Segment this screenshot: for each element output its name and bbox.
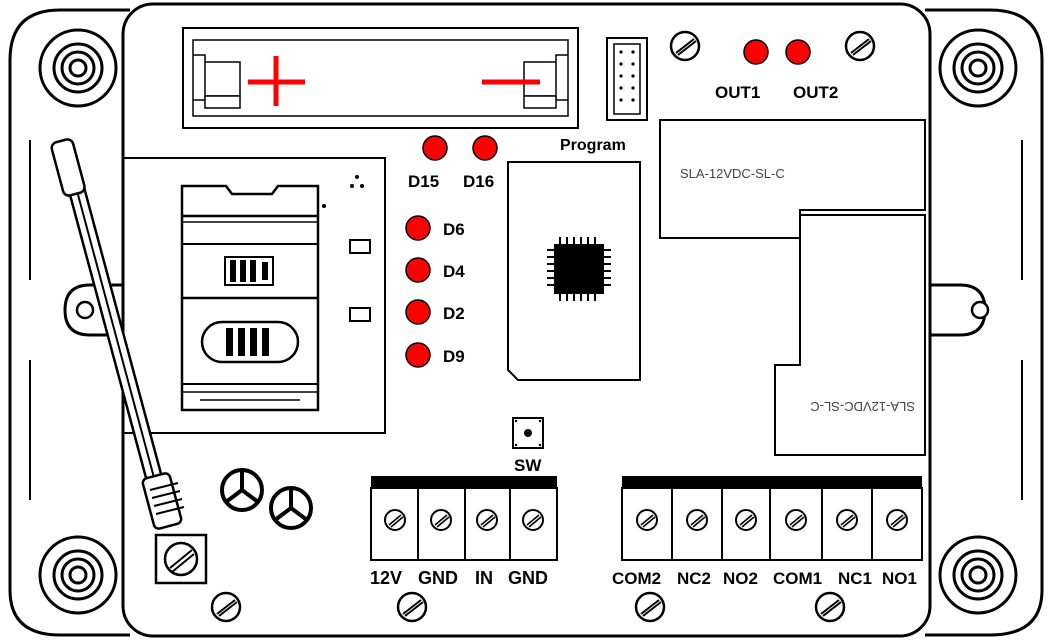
screw-bottom-4 bbox=[814, 591, 846, 623]
terminal-right-no1: NO1 bbox=[882, 569, 917, 588]
terminal-right-nc1: NC1 bbox=[838, 569, 872, 588]
d6-label: D6 bbox=[443, 220, 465, 239]
mount-hole-top-left bbox=[38, 28, 118, 108]
sw-button[interactable] bbox=[512, 417, 544, 449]
led-d4 bbox=[405, 257, 431, 283]
d15-label: D15 bbox=[408, 172, 439, 191]
led-d2 bbox=[405, 299, 431, 325]
d9-label: D9 bbox=[443, 347, 465, 366]
potentiometer-icons bbox=[220, 468, 313, 530]
relay-top: SLA-12VDC-SL-C bbox=[659, 119, 926, 239]
out1-label: OUT1 bbox=[715, 83, 760, 102]
mount-hole-top-right bbox=[938, 28, 1018, 108]
program-label: Program bbox=[560, 137, 626, 154]
relay-bottom: SLA-12VDC-SL-C bbox=[774, 214, 926, 456]
mount-hole-bottom-left bbox=[38, 535, 118, 615]
terminal-right-nc2: NC2 bbox=[677, 569, 711, 588]
led-d6 bbox=[405, 215, 431, 241]
screw-top-1 bbox=[669, 30, 701, 62]
screw-top-2 bbox=[844, 30, 876, 62]
relay-top-label: SLA-12VDC-SL-C bbox=[680, 166, 785, 181]
led-out2 bbox=[785, 39, 811, 65]
mount-hole-bottom-right bbox=[938, 535, 1018, 615]
sw-label: SW bbox=[514, 456, 542, 475]
program-header bbox=[606, 37, 648, 121]
screw-bottom-3 bbox=[634, 591, 666, 623]
terminal-right-com1: COM1 bbox=[773, 569, 822, 588]
terminal-right-no2: NO2 bbox=[723, 569, 758, 588]
led-out1 bbox=[743, 39, 769, 65]
d16-label: D16 bbox=[463, 172, 494, 191]
terminal-left-gnd1: GND bbox=[418, 568, 458, 588]
terminal-left-12v: 12V bbox=[370, 568, 402, 588]
gsm-module bbox=[123, 157, 386, 434]
screw-bottom-1 bbox=[210, 591, 242, 623]
led-d9 bbox=[405, 342, 431, 368]
led-d15 bbox=[422, 135, 448, 161]
out2-label: OUT2 bbox=[793, 83, 838, 102]
led-d16 bbox=[472, 135, 498, 161]
terminal-block-right bbox=[621, 476, 923, 561]
relay-bottom-label: SLA-12VDC-SL-C bbox=[810, 399, 915, 414]
terminal-left-in: IN bbox=[475, 568, 493, 588]
right-mounting-flange bbox=[925, 8, 1044, 637]
terminal-right-com2: COM2 bbox=[612, 569, 661, 588]
sim-card-holder bbox=[180, 184, 320, 412]
screw-bottom-2 bbox=[396, 591, 428, 623]
terminal-left-gnd2: GND bbox=[508, 568, 548, 588]
terminal-block-left bbox=[370, 476, 558, 561]
d4-label: D4 bbox=[443, 262, 465, 281]
antenna bbox=[50, 138, 208, 585]
microcontroller-module bbox=[507, 161, 641, 381]
d2-label: D2 bbox=[443, 304, 465, 323]
battery-holder bbox=[182, 27, 579, 129]
